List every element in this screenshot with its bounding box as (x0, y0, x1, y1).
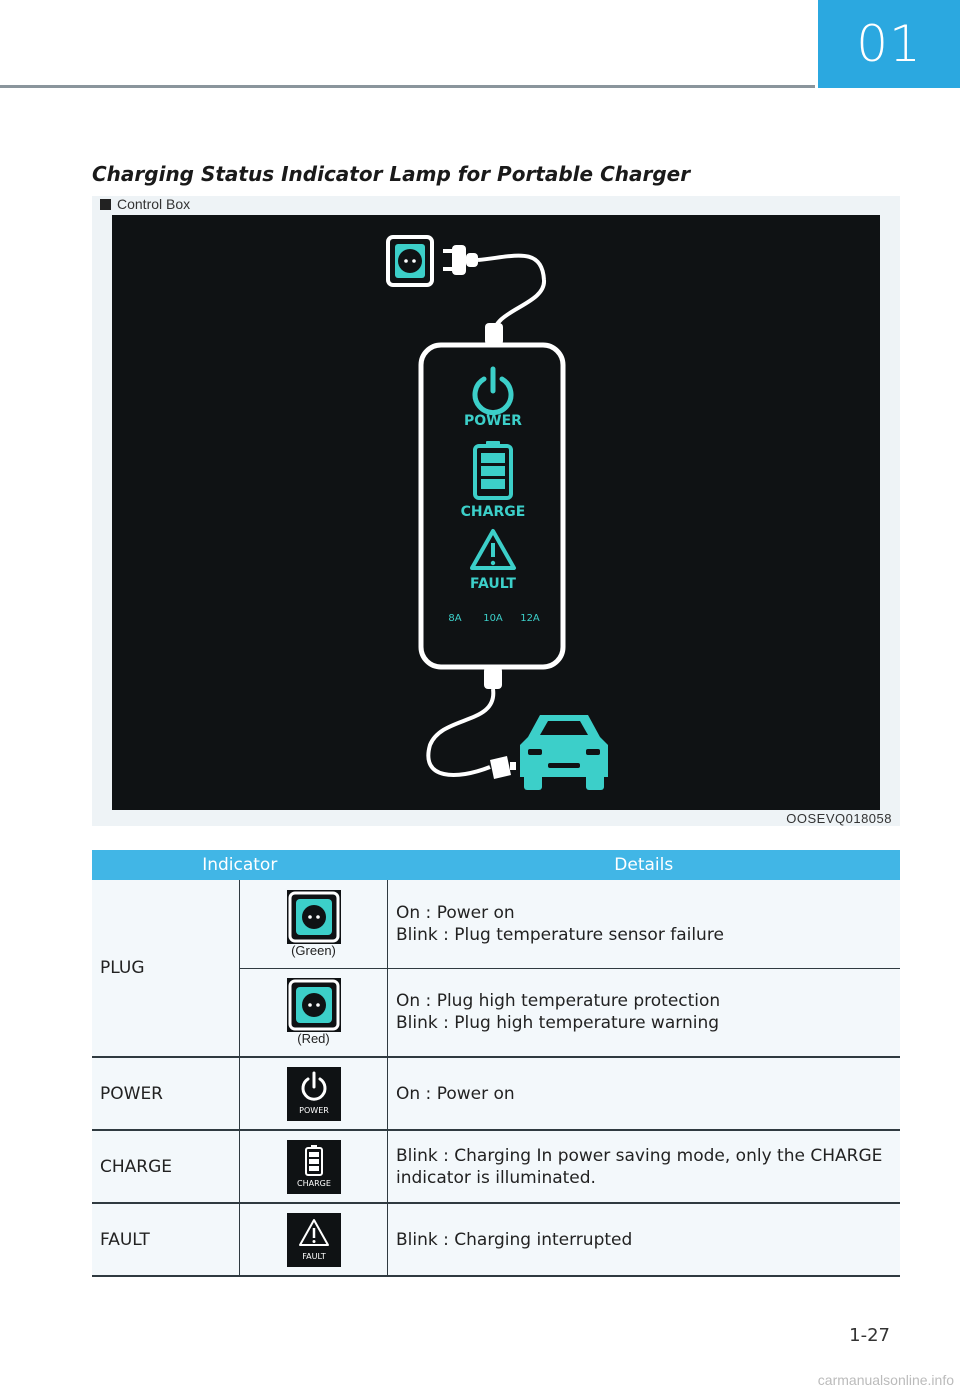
amp-label-12a: 12A (520, 613, 540, 624)
charge-label: CHARGE (461, 504, 526, 520)
indicator-icon-cell: (Green) (239, 880, 388, 969)
indicator-detail: Blink : Charging interrupted (387, 1203, 900, 1277)
details-header: Details (387, 850, 900, 880)
figure-caption-text: Control Box (117, 196, 191, 212)
indicator-name: FAULT (92, 1203, 240, 1277)
car-icon (520, 715, 608, 790)
figure: Control Box POWER (92, 196, 900, 826)
indicator-icon-cell: POWER (239, 1057, 388, 1131)
power-icon: POWER (286, 1066, 341, 1121)
plug-connector-icon (443, 245, 478, 275)
svg-text:FAULT: FAULT (302, 1252, 326, 1261)
lamp-color-caption: (Red) (297, 1031, 330, 1047)
indicator-table: Indicator Details PLUG (Green) (92, 850, 900, 1277)
vehicle-connector-icon (490, 756, 516, 779)
fault-label: FAULT (470, 576, 516, 592)
control-box-drawing: POWER CHARGE FAULT 8A 10A 12A (386, 235, 608, 790)
detail-line: On : Power on (396, 902, 515, 923)
detail-line: Blink : Plug temperature sensor failure (396, 924, 724, 945)
table-row: (Red) On : Plug high temperature protect… (92, 968, 900, 1058)
detail-line: On : Power on (396, 1083, 515, 1104)
lamp-color-caption: (Green) (291, 942, 336, 958)
page-number: 1-27 (849, 1325, 890, 1346)
table-row: CHARGE CHARGE Blink : Charging In power … (92, 1130, 900, 1204)
figure-caption: Control Box (100, 196, 190, 212)
plug-socket-icon (286, 978, 341, 1033)
indicator-name: POWER (92, 1057, 240, 1131)
watermark: carmanualsonline.info (817, 1372, 954, 1388)
warning-triangle-icon: FAULT (286, 1212, 341, 1267)
strain-relief-bottom (484, 667, 502, 689)
square-bullet-icon (100, 198, 111, 210)
power-label: POWER (464, 413, 522, 429)
battery-icon: CHARGE (286, 1139, 341, 1194)
section-title: Charging Status Indicator Lamp for Porta… (92, 162, 691, 186)
indicator-icon-cell: (Red) (239, 968, 388, 1058)
indicator-detail: On : Power on (387, 1057, 900, 1131)
table-row: FAULT FAULT Blink : Charging interrupted (92, 1203, 900, 1277)
indicator-name: PLUG (92, 880, 240, 1058)
table-header-row: Indicator Details (92, 850, 900, 880)
plug-socket-icon (286, 889, 341, 944)
chapter-tab: 01 (818, 0, 960, 88)
svg-text:CHARGE: CHARGE (297, 1179, 331, 1188)
detail-line: Blink : Charging In power saving mode, o… (396, 1145, 883, 1188)
strain-relief-top (485, 323, 503, 345)
indicator-header: Indicator (92, 850, 388, 880)
detail-line: Blink : Plug high temperature warning (396, 1013, 720, 1034)
figure-code: OOSEVQ018058 (786, 811, 892, 826)
control-box-illustration: POWER CHARGE FAULT 8A 10A 12A (112, 215, 880, 810)
indicator-detail: On : Plug high temperature protection Bl… (387, 968, 900, 1058)
detail-line: On : Plug high temperature protection (396, 991, 721, 1012)
detail-line: Blink : Charging interrupted (396, 1229, 633, 1250)
cable-top (477, 253, 546, 336)
svg-text:POWER: POWER (299, 1106, 329, 1115)
indicator-name: CHARGE (92, 1130, 240, 1204)
table-row: PLUG (Green) On : Power on Blink : Plug … (92, 880, 900, 1058)
cable-bottom (426, 688, 496, 777)
wall-socket-icon (386, 235, 434, 287)
battery-icon (473, 441, 513, 500)
header-rule (0, 85, 815, 88)
indicator-detail: Blink : Charging In power saving mode, o… (387, 1130, 900, 1204)
power-icon (472, 366, 514, 416)
indicator-icon-cell: CHARGE (239, 1130, 388, 1204)
amp-label-10a: 10A (483, 613, 503, 624)
table-row: POWER POWER On : Power on (92, 1057, 900, 1131)
amp-label-8a: 8A (448, 613, 461, 624)
indicator-icon-cell: FAULT (239, 1203, 388, 1277)
indicator-detail: On : Power on Blink : Plug temperature s… (387, 880, 900, 969)
warning-triangle-icon (470, 529, 516, 570)
